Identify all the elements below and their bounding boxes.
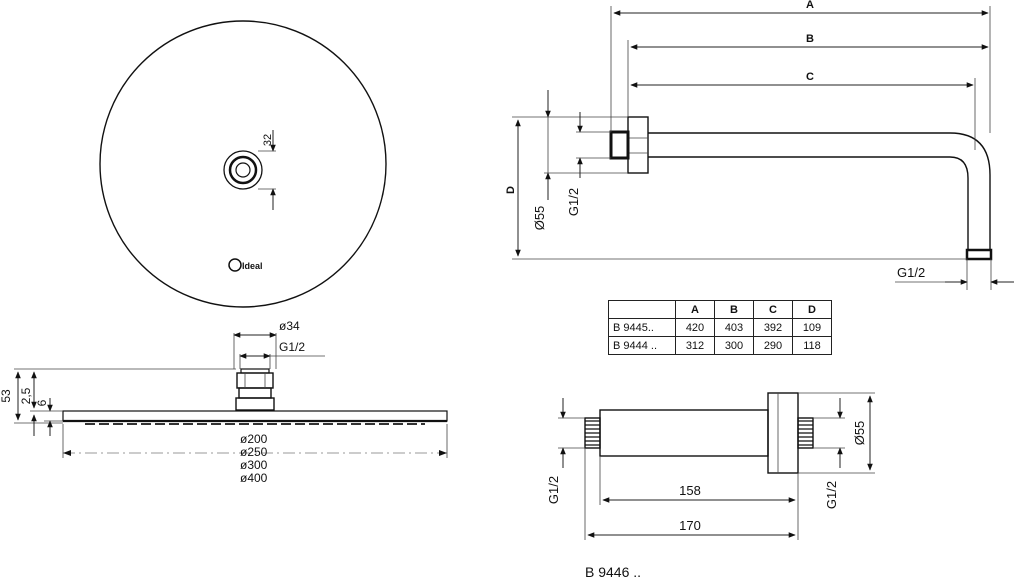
ceiling-flange xyxy=(767,392,799,474)
connector-outer xyxy=(223,150,263,190)
ceiling-g12-right-label: G1/2 xyxy=(824,481,839,509)
hex-nut xyxy=(236,372,274,389)
height-53-label: 53 xyxy=(0,389,13,403)
arm-tube-outer xyxy=(648,132,991,250)
top-view: 32 Ideal xyxy=(99,20,387,308)
table-header-cell: A xyxy=(675,300,715,319)
table-cell: 290 xyxy=(753,336,793,355)
height-6-label: 6 xyxy=(35,399,49,406)
side-view: ø34 G1/2 53 2,5 6 ø200 ø250 ø300 ø400 xyxy=(0,319,448,485)
arm-tube-inner xyxy=(648,156,969,250)
wall-flange xyxy=(627,116,649,174)
dia-34-label: ø34 xyxy=(279,319,300,333)
table-header-cell: C xyxy=(753,300,793,319)
table-cell: 300 xyxy=(714,336,754,355)
dim-c-label: C xyxy=(806,71,814,83)
table-header-cell: B xyxy=(714,300,754,319)
svg-text:Ideal: Ideal xyxy=(242,261,263,271)
table-cell-model: B 9444 .. xyxy=(608,336,676,355)
shower-head-outline xyxy=(99,20,387,308)
dim-d-label: D xyxy=(505,186,517,194)
wall-arm-drawing: A B C D Ø55 G1/2 G1/2 xyxy=(505,0,1014,290)
table-header-cell: D xyxy=(792,300,832,319)
ceiling-tube xyxy=(599,409,769,457)
ceiling-arm-drawing: G1/2 G1/2 Ø55 158 170 xyxy=(546,392,875,540)
table-cell-model: B 9445.. xyxy=(608,318,676,337)
shower-plate-profile xyxy=(62,410,448,422)
dia-250-label: ø250 xyxy=(240,445,268,459)
table-header-cell xyxy=(608,300,676,319)
wall-d55-label: Ø55 xyxy=(532,206,547,231)
dia-400-label: ø400 xyxy=(240,471,268,485)
table-cell: 118 xyxy=(792,336,832,355)
connector-inner xyxy=(235,162,251,178)
table-header-row: A B C D xyxy=(608,300,832,319)
table-cell: 109 xyxy=(792,318,832,337)
dia-200-label: ø200 xyxy=(240,432,268,446)
dim-32-label: 32 xyxy=(262,134,274,146)
dimension-table: A B C D B 9445.. 420 403 392 109 B 9444 … xyxy=(608,300,832,355)
ceiling-g12-left-label: G1/2 xyxy=(546,476,561,504)
table-row: B 9444 .. 312 300 290 118 xyxy=(608,336,832,355)
wall-g12-left-label: G1/2 xyxy=(566,188,581,216)
len-158-label: 158 xyxy=(679,483,701,498)
product-code: B 9446 .. xyxy=(585,564,642,580)
height-2-5-label: 2,5 xyxy=(19,387,33,404)
dia-300-label: ø300 xyxy=(240,458,268,472)
g12-side-label: G1/2 xyxy=(279,340,305,354)
len-170-label: 170 xyxy=(679,518,701,533)
table-cell: 392 xyxy=(753,318,793,337)
ceiling-d55-label: Ø55 xyxy=(852,421,867,446)
table-cell: 403 xyxy=(714,318,754,337)
ideal-logo: Ideal xyxy=(228,258,263,272)
arm-outlet xyxy=(965,248,993,261)
dim-b-label: B xyxy=(806,33,814,45)
dim-a-label: A xyxy=(806,0,814,11)
table-cell: 420 xyxy=(675,318,715,337)
connector-ring xyxy=(228,155,258,185)
wall-g12-bottom-label: G1/2 xyxy=(897,265,925,280)
table-row: B 9445.. 420 403 392 109 xyxy=(608,318,832,337)
table-cell: 312 xyxy=(675,336,715,355)
wall-thread xyxy=(609,130,630,160)
